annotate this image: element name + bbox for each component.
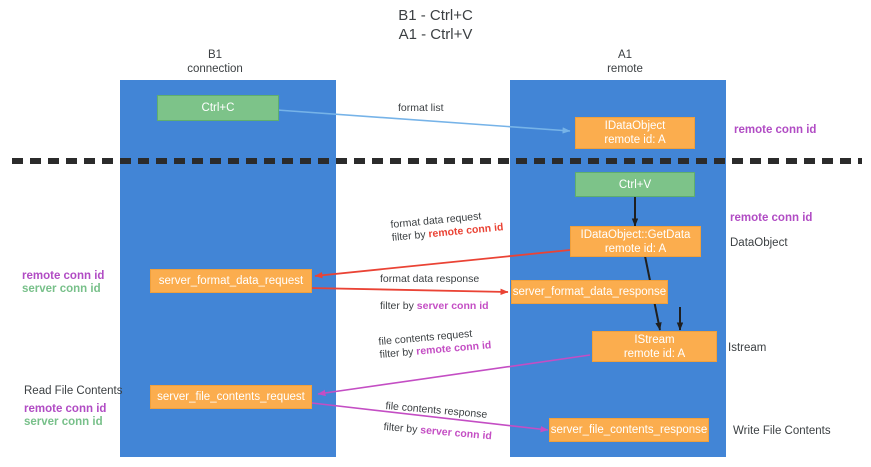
column-header-a1: A1 remote [565, 48, 685, 76]
edge-label-file-contents-response-l1: file contents response [384, 400, 488, 421]
box-getdata-label: IDataObject::GetData [580, 228, 691, 241]
annotation-left-remote-conn-id-2: remote conn id [24, 403, 107, 415]
edge-label-file-contents-response-l2: filter by server conn id [383, 420, 493, 443]
box-idataobject-getdata[interactable]: IDataObject::GetData remote id: A [570, 226, 701, 257]
key-server-conn-id-2: server conn id [419, 424, 493, 443]
box-ctrl-v-label: Ctrl+V [618, 178, 652, 191]
title-line-2: A1 - Ctrl+V [398, 26, 473, 43]
box-server-format-data-request-label: server_format_data_request [158, 275, 304, 287]
edge-label-file-contents-request: file contents request filter by remote c… [378, 326, 492, 362]
title-line-1: B1 - Ctrl+C [398, 7, 473, 24]
box-idataobject-remote-id: remote id: A [604, 134, 666, 146]
box-ctrl-c[interactable]: Ctrl+C [157, 95, 279, 121]
annotation-left-server-conn-id-2: server conn id [24, 416, 103, 428]
column-header-b1-sub: connection [187, 63, 243, 75]
box-server-file-contents-request-label: server_file_contents_request [157, 391, 305, 403]
box-server-file-contents-request[interactable]: server_file_contents_request [150, 385, 312, 409]
box-ctrl-v[interactable]: Ctrl+V [575, 172, 695, 197]
annotation-left-remote-conn-id: remote conn id [22, 270, 105, 282]
annotation-left-server-conn-id: server conn id [22, 283, 101, 295]
annotation-right-remote-conn-mid: remote conn id [730, 212, 813, 224]
box-server-format-data-response-label: server_format_data_response [512, 286, 667, 298]
column-header-a1-sub: remote [607, 63, 643, 75]
annotation-right-dataobject: DataObject [730, 237, 788, 249]
box-istream[interactable]: IStream remote id: A [592, 331, 717, 362]
annotation-right-istream: Istream [728, 342, 767, 354]
box-ctrl-c-label: Ctrl+C [201, 102, 235, 114]
box-server-format-data-request[interactable]: server_format_data_request [150, 269, 312, 293]
edge-label-format-data-response: format data response filter by server co… [380, 273, 489, 313]
box-idataobject-label: IDataObject [604, 120, 666, 132]
box-getdata-remote-id: remote id: A [604, 242, 667, 255]
box-server-file-contents-response-label: server_file_contents_response [550, 424, 708, 436]
page-title: B1 - Ctrl+C A1 - Ctrl+V [0, 6, 871, 44]
box-istream-label: IStream [634, 333, 675, 346]
annotation-left-read-file-contents: Read File Contents [24, 385, 123, 397]
edge-label-format-data-response-l1: format data response [380, 273, 480, 285]
box-istream-remote-id: remote id: A [623, 347, 686, 360]
box-server-format-data-response[interactable]: server_format_data_response [511, 280, 668, 304]
annotation-right-write-file-contents: Write File Contents [733, 425, 831, 437]
column-header-b1: B1 connection [155, 48, 275, 76]
edge-label-file-contents-response: file contents response filter by server … [383, 400, 494, 443]
edge-label-format-data-response-l2: filter by server conn id [380, 300, 489, 312]
column-header-a1-name: A1 [617, 49, 633, 61]
key-server-conn-id: server conn id [416, 300, 489, 312]
edge-label-format-data-request: format data request filter by remote con… [390, 208, 504, 245]
edge-label-format-list: format list [398, 102, 444, 114]
column-header-b1-name: B1 [207, 49, 223, 61]
box-idataobject[interactable]: IDataObject remote id: A [575, 117, 695, 149]
box-server-file-contents-response[interactable]: server_file_contents_response [549, 418, 709, 442]
annotation-right-remote-conn-top: remote conn id [734, 124, 817, 136]
